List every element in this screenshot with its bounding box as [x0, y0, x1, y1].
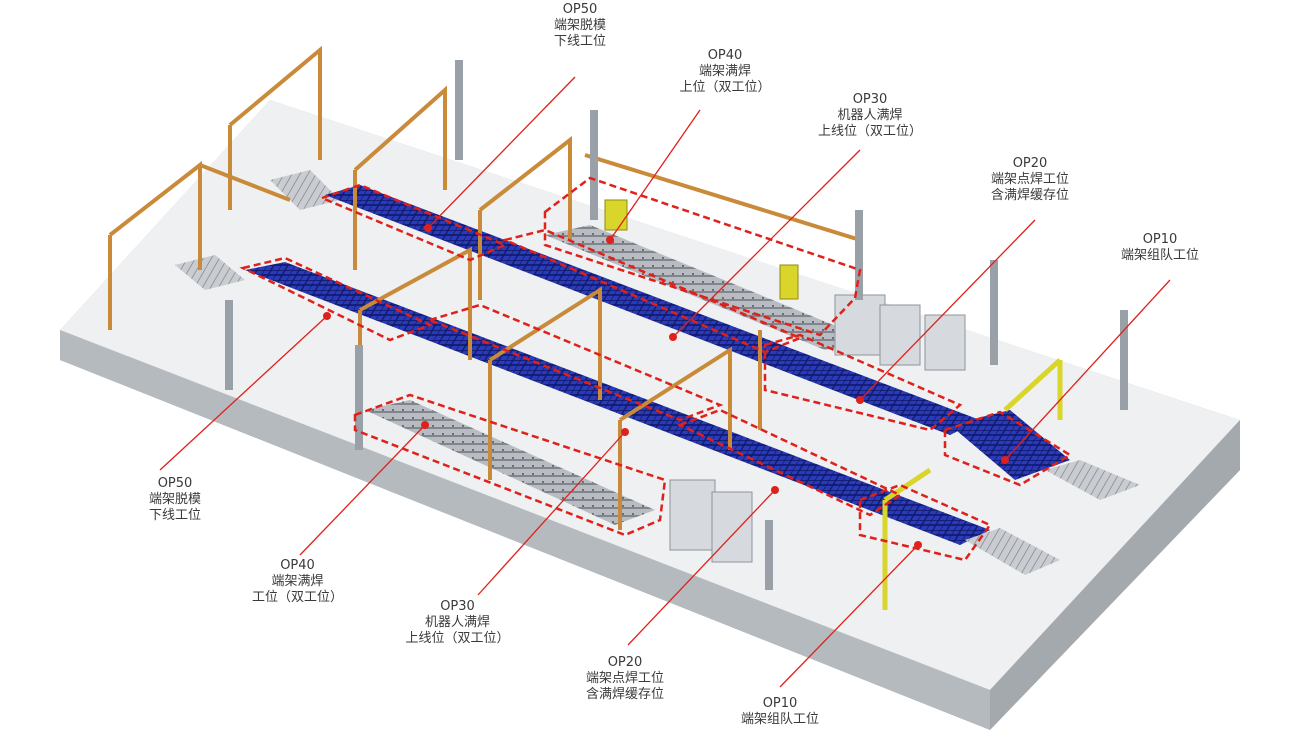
station-label: 端架点焊工位	[585, 671, 664, 686]
station-code: OP20	[607, 655, 643, 670]
station-label: 工位（双工位）	[251, 590, 343, 605]
callout-bottom-op40: OP40 端架满焊 工位（双工位）	[230, 558, 365, 606]
station-label: 端架满焊	[271, 574, 324, 589]
station-label: 下线工位	[148, 508, 201, 523]
station-code: OP20	[1012, 156, 1048, 171]
station-label: 上线位（双工位）	[817, 124, 922, 139]
callout-bottom-op10: OP10 端架组队工位	[725, 696, 835, 728]
station-label: 含满焊缓存位	[585, 687, 664, 702]
leader-lines	[159, 76, 1171, 688]
station-label: 上位（双工位）	[679, 80, 771, 95]
station-dot	[424, 224, 432, 232]
station-dot	[1001, 456, 1009, 464]
callout-top-op20: OP20 端架点焊工位 含满焊缓存位	[965, 156, 1095, 204]
station-dot	[621, 428, 629, 436]
station-label: 下线工位	[553, 34, 606, 49]
callout-bottom-op20: OP20 端架点焊工位 含满焊缓存位	[560, 655, 690, 703]
station-label: 端架脱模	[148, 492, 201, 507]
station-dot	[323, 312, 331, 320]
station-code: OP50	[157, 476, 193, 491]
station-code: OP30	[440, 599, 475, 614]
station-label: 机器人满焊	[424, 615, 490, 630]
station-dot	[669, 333, 677, 341]
station-dot	[856, 396, 864, 404]
callout-top-op30: OP30 机器人满焊 上线位（双工位）	[800, 92, 940, 140]
station-code: OP30	[852, 92, 888, 107]
station-label: 上线位（双工位）	[405, 631, 510, 646]
station-label: 端架满焊	[698, 64, 751, 79]
station-code: OP10	[762, 696, 798, 711]
callout-bottom-op50: OP50 端架脱模 下线工位	[130, 476, 220, 524]
station-dot	[771, 486, 779, 494]
upper-cabinets	[834, 294, 966, 371]
station-label: 端架组队工位	[1120, 248, 1199, 263]
upper-line	[270, 170, 1140, 500]
yellow-lift-arms	[882, 358, 1063, 610]
station-dot	[606, 236, 614, 244]
callout-top-op10: OP10 端架组队工位	[1105, 232, 1215, 264]
callout-top-op50: OP50 端架脱模 下线工位	[540, 2, 620, 50]
lower-line	[175, 255, 1060, 575]
station-label: 含满焊缓存位	[990, 188, 1069, 203]
station-code: OP40	[280, 558, 315, 573]
lower-cabinets	[669, 479, 753, 563]
support-columns	[225, 60, 1128, 590]
station-label: 端架脱模	[553, 18, 606, 33]
station-outlines	[239, 176, 1073, 562]
station-label: 机器人满焊	[837, 108, 903, 123]
station-code: OP40	[707, 48, 743, 63]
station-label: 端架点焊工位	[990, 172, 1069, 187]
station-code: OP50	[562, 2, 598, 17]
callout-bottom-op30: OP30 机器人满焊 上线位（双工位）	[385, 599, 530, 647]
station-dot	[421, 421, 429, 429]
callout-top-op40: OP40 端架满焊 上位（双工位）	[660, 48, 790, 96]
station-label: 端架组队工位	[740, 712, 819, 727]
station-code: OP10	[1142, 232, 1178, 247]
station-dot	[914, 541, 922, 549]
